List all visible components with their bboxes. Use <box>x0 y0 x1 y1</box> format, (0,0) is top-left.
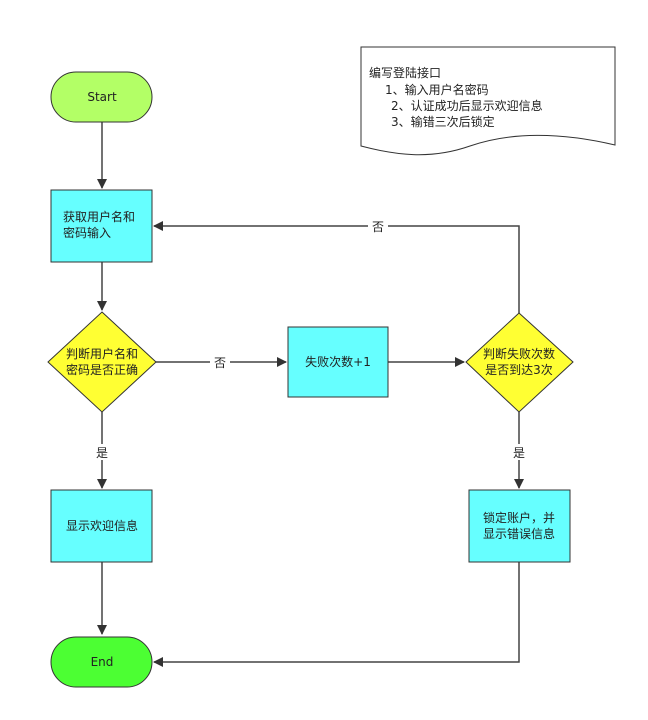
note-item-3: 3、输错三次后锁定 <box>391 114 495 129</box>
edge-label-three-yes: 是 <box>513 446 525 460</box>
fail-count-label: 失败次数+1 <box>305 354 371 369</box>
lock-label-line1: 锁定账户，并 <box>483 510 555 525</box>
note-item-1: 1、输入用户名密码 <box>385 82 489 97</box>
note-document: 编写登陆接口 1、输入用户名密码 2、认证成功后显示欢迎信息 3、输错三次后锁定 <box>360 46 616 156</box>
edge-label-bg <box>92 444 112 460</box>
lock-node: 锁定账户，并 显示错误信息 <box>468 489 571 563</box>
welcome-node: 显示欢迎信息 <box>50 489 153 563</box>
check-three-decision-node: 判断失败次数 是否到达3次 <box>465 312 574 413</box>
welcome-label: 显示欢迎信息 <box>66 518 138 533</box>
start-label: Start <box>87 90 117 104</box>
check-three-label-line1: 判断失败次数 <box>483 346 555 361</box>
end-label: End <box>91 655 114 669</box>
check-label-line2: 密码是否正确 <box>66 362 138 377</box>
input-label-line2: 密码输入 <box>63 225 111 240</box>
input-label-line1: 获取用户名和 <box>63 209 135 224</box>
note-item-2: 2、认证成功后显示欢迎信息 <box>391 98 543 113</box>
edge-label-check-no: 否 <box>214 356 226 370</box>
edge-lock-to-end <box>153 562 520 667</box>
edge-label-three-no: 否 <box>372 220 384 234</box>
check-three-label-line2: 是否到达3次 <box>485 363 553 377</box>
lock-label-line2: 显示错误信息 <box>483 526 555 541</box>
end-node: End <box>50 636 153 688</box>
check-label-line1: 判断用户名和 <box>66 346 138 361</box>
input-node: 获取用户名和 密码输入 <box>50 189 153 263</box>
edge-label-bg <box>509 444 529 460</box>
start-node: Start <box>50 71 153 123</box>
note-title: 编写登陆接口 <box>369 65 441 80</box>
check-decision-node: 判断用户名和 密码是否正确 <box>47 311 157 413</box>
edge-label-bg <box>368 218 388 234</box>
edge-label-bg <box>210 354 230 370</box>
edge-label-check-yes: 是 <box>96 446 108 460</box>
edge-three-no <box>153 221 520 313</box>
fail-count-node: 失败次数+1 <box>287 326 389 398</box>
